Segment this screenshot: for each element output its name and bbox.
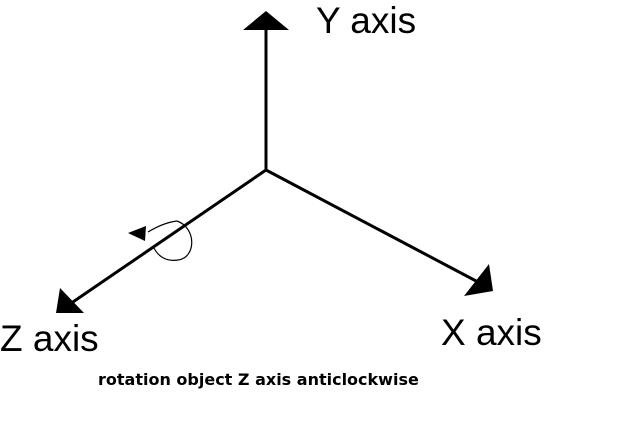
z-axis-label: Z axis <box>0 318 99 359</box>
rotation-arc-top-icon <box>147 220 178 233</box>
x-axis-line <box>265 168 479 284</box>
x-axis-arrowhead <box>464 264 493 296</box>
rotation-arc-icon <box>153 220 193 261</box>
z-axis-line <box>69 168 267 306</box>
x-axis-label: X axis <box>441 312 542 353</box>
y-axis-label: Y axis <box>316 0 416 41</box>
rotation-arrowhead-icon <box>128 226 146 241</box>
caption: rotation object Z axis anticlockwise <box>98 370 419 389</box>
z-axis-arrowhead <box>56 288 84 313</box>
y-axis-arrowhead <box>243 11 289 30</box>
